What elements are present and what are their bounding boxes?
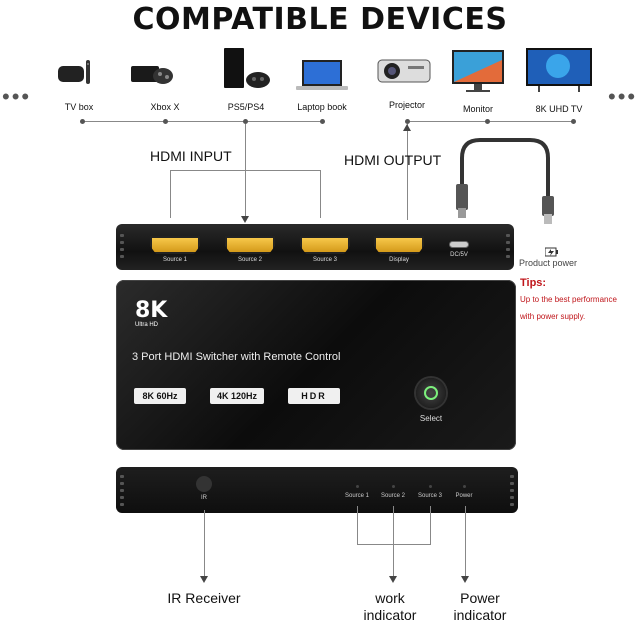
- device-label-tv-box: TV box: [64, 102, 94, 112]
- device-label-ps5: PS5/PS4: [227, 102, 265, 112]
- work-callout-line: [357, 506, 358, 544]
- port-label-source3: Source 3: [312, 257, 337, 263]
- port-label-source1: Source 1: [162, 257, 187, 263]
- select-label: Select: [419, 414, 443, 423]
- vent-right: [510, 475, 514, 510]
- badge-ultra-hd: Ultra HD: [135, 322, 159, 328]
- input-dot: [243, 119, 248, 124]
- hdmi-port-source1[interactable]: [150, 236, 200, 254]
- ir-receiver-label: IR Receiver: [167, 590, 241, 606]
- input-branch-line: [170, 170, 171, 218]
- front-label-source1: Source 1: [344, 493, 369, 499]
- hdmi-port-source3[interactable]: [300, 236, 350, 254]
- select-button[interactable]: [416, 378, 446, 408]
- output-arrow-up-icon: [403, 124, 411, 131]
- tips-line-2: with power supply.: [520, 312, 586, 321]
- select-led-ring: [424, 386, 438, 400]
- led-source1: [356, 485, 359, 488]
- input-branch-line: [320, 170, 321, 218]
- led-source2: [392, 485, 395, 488]
- device-label-xbox: Xbox X: [150, 102, 180, 112]
- device-label-uhd-tv: 8K UHD TV: [535, 104, 583, 114]
- port-label-display: Display: [389, 257, 409, 263]
- work-callout-line: [357, 544, 431, 545]
- top-panel: 8K Ultra HD 3 Port HDMI Switcher with Re…: [116, 280, 516, 450]
- led-source3: [429, 485, 432, 488]
- usb-cable-icon: [448, 128, 578, 228]
- tv-icon: [524, 48, 594, 94]
- output-dot: [405, 119, 410, 124]
- work-callout-line: [393, 506, 394, 544]
- hdmi-output-label: HDMI OUTPUT: [344, 152, 442, 168]
- front-label-power: Power: [455, 493, 473, 499]
- work-indicator-label-1: work: [375, 590, 405, 606]
- spec-4k-120hz: 4K 120Hz: [210, 388, 264, 404]
- work-arrow-down-icon: [389, 576, 397, 583]
- page-title: COMPATIBLE DEVICES: [132, 2, 508, 37]
- work-callout-line: [430, 506, 431, 544]
- laptop-icon: [294, 60, 350, 92]
- input-dot: [320, 119, 325, 124]
- tv-box-icon: [56, 58, 92, 86]
- power-indicator-label-2: indicator: [453, 607, 507, 623]
- usb-c-port[interactable]: [449, 241, 469, 248]
- spec-hdr: HDR: [288, 388, 340, 404]
- product-name: 3 Port HDMI Switcher with Remote Control: [132, 351, 341, 363]
- output-bus-line: [407, 121, 575, 122]
- projector-icon: [374, 52, 438, 86]
- hdmi-port-display[interactable]: [374, 236, 424, 254]
- tips-line-1: Up to the best performance: [520, 295, 617, 304]
- device-label-monitor: Monitor: [462, 104, 493, 114]
- input-trunk-line: [245, 124, 246, 218]
- front-label-source2: Source 2: [380, 493, 405, 499]
- front-panel: IR Source 1 Source 2 Source 3 Power: [116, 467, 518, 513]
- input-dot: [80, 119, 85, 124]
- vent-left: [120, 475, 124, 510]
- hdmi-input-label: HDMI INPUT: [150, 148, 232, 164]
- badge-8k: 8K: [135, 298, 168, 323]
- input-branch-line: [170, 170, 320, 171]
- output-line: [407, 124, 408, 220]
- work-callout-line: [393, 544, 394, 578]
- power-indicator-label-1: Power: [460, 590, 500, 606]
- ir-callout-line: [204, 510, 205, 578]
- power-arrow-down-icon: [461, 576, 469, 583]
- power-callout-line: [465, 506, 466, 578]
- port-label-source2: Source 2: [237, 257, 262, 263]
- product-power-label: Product power: [519, 258, 578, 268]
- monitor-icon: [450, 50, 506, 94]
- hdmi-port-source2[interactable]: [225, 236, 275, 254]
- input-arrow-down-icon: [241, 216, 249, 223]
- work-indicator-label-2: indicator: [363, 607, 417, 623]
- vent-right: [506, 234, 510, 262]
- spec-8k-60hz: 8K 60Hz: [134, 388, 186, 404]
- input-bus-line: [82, 121, 324, 122]
- output-dot: [571, 119, 576, 124]
- device-label-laptop: Laptop book: [297, 102, 347, 112]
- input-dot: [163, 119, 168, 124]
- ir-arrow-down-icon: [200, 576, 208, 583]
- game-controller-icon: [131, 62, 173, 86]
- ir-label: IR: [201, 495, 207, 501]
- ellipsis-left-icon: •••: [2, 84, 32, 109]
- tips-title: Tips:: [520, 277, 547, 289]
- vent-left: [120, 234, 124, 262]
- ellipsis-right-icon: •••: [608, 84, 638, 109]
- port-label-dc: DC/5V: [450, 252, 468, 258]
- rear-panel: Source 1 Source 2 Source 3 Display DC/5V: [116, 224, 514, 270]
- battery-charging-icon: [544, 244, 559, 257]
- ir-sensor: [196, 476, 212, 492]
- output-dot: [485, 119, 490, 124]
- front-label-source3: Source 3: [417, 493, 442, 499]
- console-icon: [222, 48, 272, 90]
- device-label-projector: Projector: [388, 100, 425, 110]
- led-power: [463, 485, 466, 488]
